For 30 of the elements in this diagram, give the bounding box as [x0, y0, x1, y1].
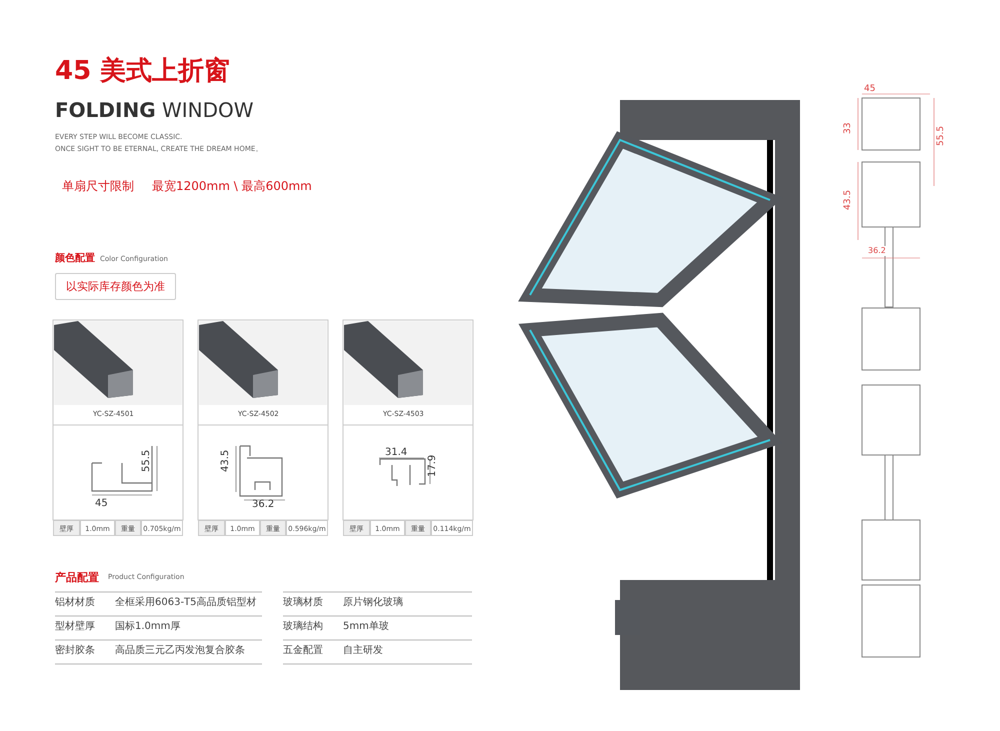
table-cell: 5mm单玻 [343, 621, 389, 633]
dimension-text: 33 [843, 122, 854, 134]
table-cell: 国标1.0mm厚 [115, 621, 180, 633]
dimension-text: 55.5 [141, 450, 153, 472]
size-limit-value: 最宽1200mm \ 最高600mm [152, 179, 312, 194]
dimension-text: 43.5 [843, 190, 854, 210]
dimension-text: 43.5 [220, 450, 232, 472]
table-cell: 五金配置 [283, 645, 323, 657]
color-note: 以实际库存颜色为准 [55, 273, 176, 300]
dimension-text: 55.5 [936, 126, 947, 146]
table-cell: 原片钢化玻璃 [343, 597, 403, 609]
heading: FOLDING WINDOW [55, 98, 254, 122]
table-cell: 全框采用6063-T5高品质铝型材 [115, 597, 257, 609]
table-cell: 型材壁厚 [55, 621, 95, 633]
dimension-text: 17.9 [427, 454, 439, 477]
table-cell: 自主研发 [343, 645, 383, 657]
size-limit-label: 单扇尺寸限制 [62, 179, 134, 194]
table-cell: 玻璃材质 [283, 597, 323, 609]
table-cell: 玻璃结构 [283, 621, 323, 633]
title: 45 美式上折窗 [55, 56, 230, 88]
section-heading: 颜色配置 [55, 253, 95, 265]
table-cell: 密封胶条 [55, 645, 95, 657]
dimension-text: 45 [95, 498, 108, 510]
table-cell: 铝材材质 [55, 597, 95, 609]
dimension-text: 36.2 [868, 246, 886, 256]
dimension-text: 36.2 [252, 499, 274, 511]
section-heading: 产品配置 [55, 571, 99, 584]
table-cell: 高品质三元乙丙发泡复合胶条 [115, 645, 245, 657]
dimension-text: 45 [864, 84, 876, 95]
dimension-text: 31.4 [385, 447, 408, 459]
